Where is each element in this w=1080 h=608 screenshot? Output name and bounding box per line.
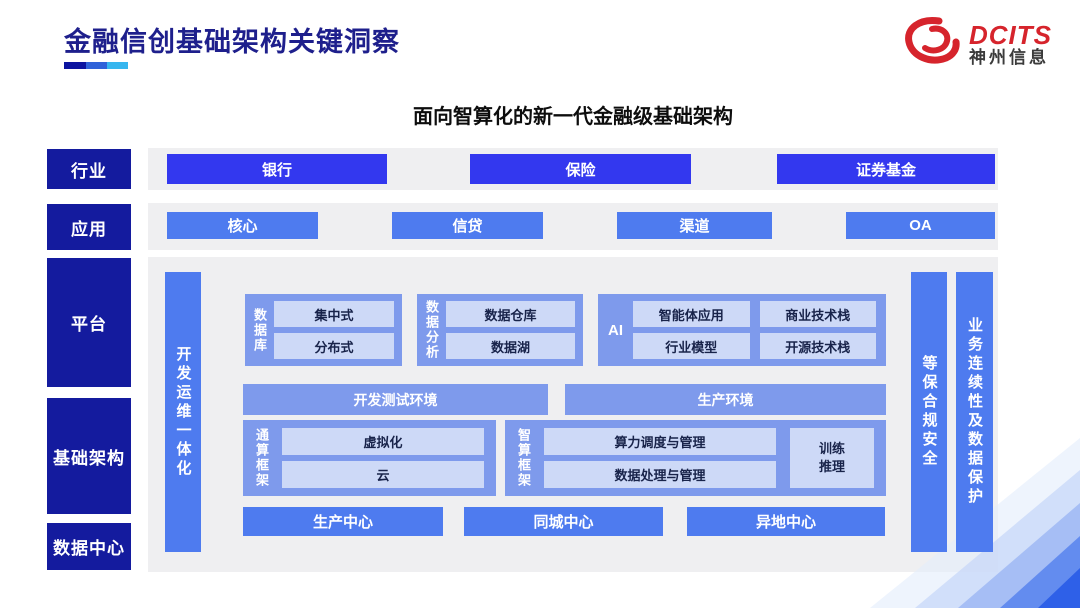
- logo-company-text: 神州信息: [969, 48, 1049, 68]
- logo-brand-text: DCITS: [969, 19, 1052, 50]
- env-box-production: 生产环境: [565, 384, 886, 415]
- industry-box-bank: 银行: [167, 154, 387, 184]
- diagram-subtitle: 面向智算化的新一代金融级基础架构: [413, 106, 733, 128]
- general-compute-item-cloud: 云: [282, 461, 484, 488]
- page-title: 金融信创基础架构关键洞察: [64, 27, 400, 57]
- ai-compute-group: 智算框架 算力调度与管理 数据处理与管理 训练 推理: [505, 420, 886, 496]
- layer-label-infrastructure: 基础架构: [47, 398, 131, 514]
- devops-vertical-bar: 开发运维一体化: [165, 272, 201, 552]
- analytics-group: 数据分析 数据仓库 数据湖: [417, 294, 583, 366]
- env-box-devtest: 开发测试环境: [243, 384, 548, 415]
- ai-compute-item-scheduling: 算力调度与管理: [544, 428, 776, 455]
- accent-segment-light: [107, 62, 128, 69]
- ai-item-commercial-stack: 商业技术栈: [759, 301, 876, 327]
- ai-compute-item-dataproc: 数据处理与管理: [544, 461, 776, 488]
- ai-item-agent-apps: 智能体应用: [633, 301, 750, 327]
- industry-box-securities: 证券基金: [777, 154, 995, 184]
- layer-label-platform: 平台: [47, 258, 131, 387]
- app-box-core: 核心: [167, 212, 318, 239]
- accent-segment-dark: [64, 62, 86, 69]
- analytics-item-warehouse: 数据仓库: [446, 301, 575, 327]
- accent-segment-mid: [86, 62, 107, 69]
- general-compute-group-label: 通算框架: [254, 428, 269, 488]
- general-compute-group: 通算框架 虚拟化 云: [243, 420, 496, 496]
- analytics-group-label: 数据分析: [424, 300, 439, 360]
- database-group-label: 数据库: [252, 307, 267, 353]
- database-item-distributed: 分布式: [274, 333, 394, 359]
- layer-label-industry: 行业: [47, 149, 131, 189]
- datacenter-box-production: 生产中心: [243, 507, 443, 536]
- company-logo: DCITS 神州信息: [903, 16, 1052, 73]
- analytics-item-lake: 数据湖: [446, 333, 575, 359]
- database-item-centralized: 集中式: [274, 301, 394, 327]
- ai-compute-item-train-infer: 训练 推理: [790, 428, 874, 488]
- ai-item-industry-model: 行业模型: [633, 333, 750, 359]
- layer-label-datacenter: 数据中心: [47, 523, 131, 570]
- swirl-logo-icon: [903, 16, 961, 73]
- industry-box-insurance: 保险: [470, 154, 691, 184]
- continuity-vertical-bar: 业务连续性及数据保护: [956, 272, 993, 552]
- datacenter-box-remote: 异地中心: [687, 507, 885, 536]
- database-group: 数据库 集中式 分布式: [245, 294, 402, 366]
- ai-compute-group-label: 智算框架: [516, 428, 531, 488]
- app-box-oa: OA: [846, 212, 995, 239]
- app-box-credit: 信贷: [392, 212, 543, 239]
- security-vertical-bar: 等保合规安全: [911, 272, 947, 552]
- title-accent-bar: [64, 62, 128, 69]
- general-compute-item-virtualization: 虚拟化: [282, 428, 484, 455]
- app-box-channel: 渠道: [617, 212, 772, 239]
- datacenter-box-samecity: 同城中心: [464, 507, 663, 536]
- ai-group: AI 智能体应用 商业技术栈 行业模型 开源技术栈: [598, 294, 886, 366]
- ai-item-opensource-stack: 开源技术栈: [759, 333, 876, 359]
- ai-group-label: AI: [608, 321, 623, 339]
- layer-label-application: 应用: [47, 204, 131, 250]
